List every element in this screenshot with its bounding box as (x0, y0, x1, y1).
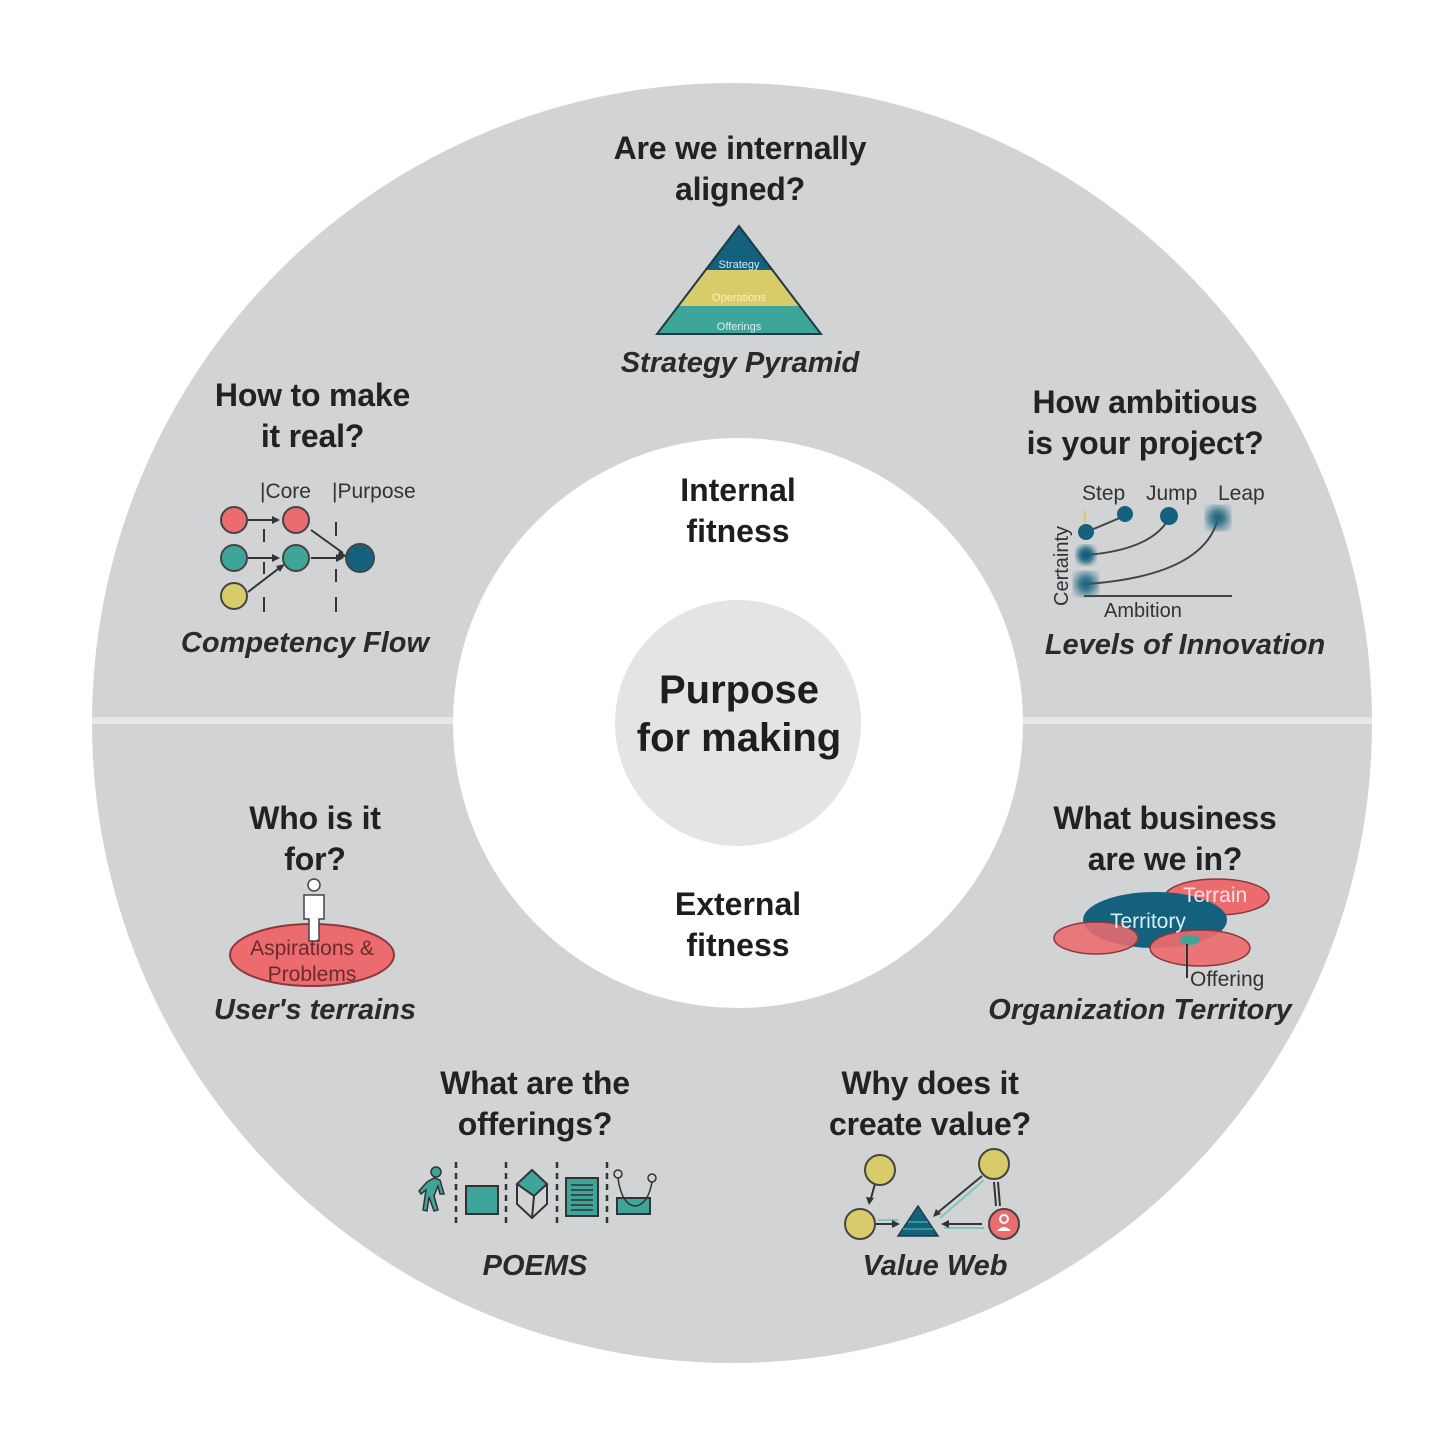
stakeholder-node-3 (978, 1148, 1010, 1180)
point-jump (1160, 507, 1178, 525)
node-teal-2 (282, 544, 310, 572)
label-terrain: Terrain (1183, 884, 1247, 907)
external-fitness-label: External fitness (618, 884, 858, 966)
offering-dot (1180, 935, 1200, 945)
side-ellipse (1053, 921, 1139, 955)
label-leap: Leap (1218, 482, 1265, 505)
tool-name-levels-of-innovation: Levels of Innovation (1044, 629, 1326, 661)
question-line2: offerings? (457, 1106, 613, 1142)
user-on-terrain-icon: Aspirations & Problems (229, 878, 395, 987)
node-coral-2 (282, 506, 310, 534)
section-question: Are we internally aligned? (540, 128, 940, 210)
poems-icons (418, 1162, 657, 1228)
internal-fitness-line1: Internal (680, 472, 796, 508)
center-title-line1: Purpose (658, 668, 820, 712)
question-line1: How to make (214, 377, 411, 413)
internal-fitness-line2: fitness (686, 513, 790, 549)
terrain-label-line2: Problems (268, 963, 357, 986)
external-fitness-line2: fitness (686, 927, 790, 963)
pyramid-label-strategy: Strategy (719, 259, 760, 271)
axis-label-certainty: Certainty (1051, 526, 1073, 606)
center-circle (615, 600, 861, 846)
pyramid-offerings-layer (657, 306, 821, 334)
node-yellow (220, 582, 248, 610)
section-users-question: Who is it for? (180, 798, 450, 880)
tool-name-poems: POEMS (482, 1250, 588, 1282)
tool-name-value-web: Value Web (862, 1250, 1008, 1282)
internal-fitness-label: Internal fitness (618, 470, 858, 552)
question-line1: Why does it (841, 1065, 1019, 1101)
label-step: Step (1082, 482, 1125, 505)
point-leap-start (1075, 573, 1097, 595)
user-node-icon (988, 1208, 1020, 1240)
services-icon (613, 1169, 657, 1215)
point-jump-start (1077, 546, 1095, 564)
section-competency-flow-question: How to make it real? (160, 375, 465, 457)
section-levels-question: How ambitious is your project? (990, 382, 1300, 464)
section-poems-question: What are the offerings? (400, 1063, 670, 1145)
question-line2: create value? (829, 1106, 1031, 1142)
axis-label-ambition: Ambition (1104, 600, 1182, 622)
question-line2: is your project? (1026, 425, 1264, 461)
label-territory: Territory (1110, 910, 1186, 933)
section-strategy-pyramid: Are we internally aligned? (540, 128, 940, 210)
tool-name-strategy-pyramid: Strategy Pyramid (620, 347, 860, 379)
flow-diagram-icon: |Core |Purpose (220, 480, 416, 612)
center-title: Purpose for making (615, 666, 863, 762)
messages-icon (565, 1177, 599, 1217)
node-teal-1 (220, 544, 248, 572)
value-web-icon (844, 1148, 1020, 1240)
point-step (1117, 506, 1133, 522)
tool-name-organization-territory: Organization Territory (988, 994, 1292, 1026)
organization-pyramid-icon (896, 1204, 940, 1237)
tool-name-competency-flow: Competency Flow (180, 627, 430, 659)
question-line2: are we in? (1087, 841, 1243, 877)
question-line1: Are we internally (613, 130, 867, 166)
label-core: |Core (260, 480, 311, 503)
label-jump: Jump (1146, 482, 1197, 505)
section-value-web-question: Why does it create value? (795, 1063, 1065, 1145)
terrain-label-line1: Aspirations & (250, 937, 374, 960)
offering-ellipse (1149, 929, 1251, 967)
stakeholder-node-2 (844, 1208, 876, 1240)
question-line1: How ambitious (1032, 384, 1258, 420)
center-title-line2: for making (636, 716, 842, 760)
question-line1: What business (1053, 800, 1277, 836)
pyramid-label-offerings: Offerings (717, 321, 762, 333)
question-line2: for? (284, 841, 346, 877)
question-line2: it real? (260, 418, 365, 454)
people-walking-icon (418, 1166, 445, 1212)
objects-icon (465, 1185, 499, 1215)
question-line2: aligned? (675, 171, 805, 207)
point-leap (1207, 507, 1229, 529)
stakeholder-node-1 (864, 1154, 896, 1186)
question-line1: What are the (440, 1065, 630, 1101)
pyramid-icon: Strategy Operations Offerings (655, 224, 824, 335)
point-step-start (1078, 524, 1094, 540)
territory-ellipses-icon: Terrain Territory Offering (1053, 878, 1270, 991)
section-org-territory-question: What business are we in? (1020, 798, 1310, 880)
pyramid-label-operations: Operations (712, 292, 766, 304)
node-purpose (345, 543, 375, 573)
question-line1: Who is it (249, 800, 381, 836)
user-figure-icon (303, 878, 325, 942)
external-fitness-line1: External (674, 886, 802, 922)
node-coral-1 (220, 506, 248, 534)
label-offering: Offering (1190, 968, 1264, 991)
environments-icon (515, 1168, 549, 1220)
innovation-chart-icon: Step Jump Leap Certainty Ambition (1051, 482, 1265, 622)
tool-name-users-terrains: User's terrains (214, 994, 416, 1026)
label-purpose: |Purpose (332, 480, 416, 503)
